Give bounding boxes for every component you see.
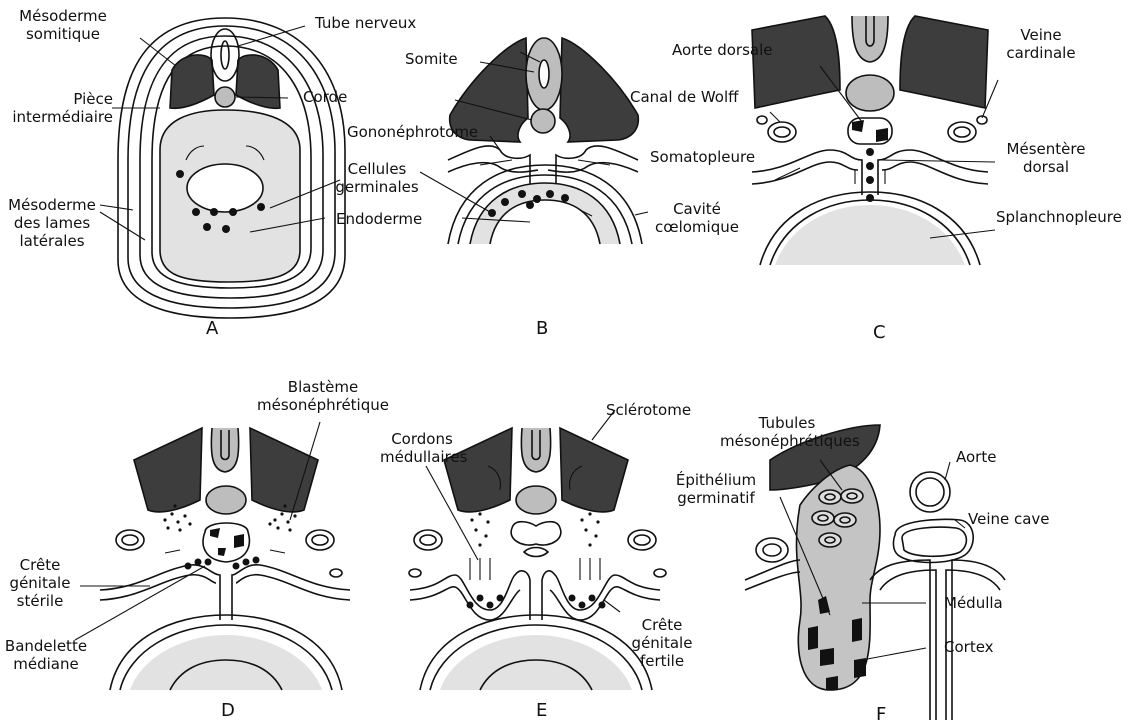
label-aorte: Aorte: [956, 448, 996, 466]
label-somite: Somite: [405, 50, 458, 68]
label-cordons: Cordons médullaires: [380, 430, 464, 466]
panel-letter-a: A: [206, 318, 218, 339]
panel-letter-e: E: [536, 700, 547, 721]
label-veine-cardinale: Veine cardinale: [1000, 26, 1082, 62]
label-aorte-dorsale: Aorte dorsale: [672, 41, 773, 59]
label-mesoderme-lames: Mésoderme des lames latérales: [2, 196, 102, 250]
label-splanchnopleure: Splanchnopleure: [996, 208, 1122, 226]
panel-letter-c: C: [873, 322, 886, 343]
panel-letter-d: D: [221, 700, 235, 721]
label-mesentere-dorsal: Mésentère dorsal: [996, 140, 1096, 176]
panel-letter-f: F: [876, 704, 886, 725]
label-medulla: Médulla: [944, 594, 1003, 612]
label-canal-wolff: Canal de Wolff: [630, 88, 738, 106]
label-crete-sterile: Crête génitale stérile: [0, 556, 80, 610]
label-tubules: Tubules mésonéphrétiques: [720, 414, 854, 450]
panel-a-drawing: [100, 18, 345, 318]
label-endoderme: Endoderme: [336, 210, 422, 228]
panel-f-drawing: [745, 425, 1005, 720]
label-somatopleure: Somatopleure: [650, 148, 755, 166]
panel-d-drawing: [75, 422, 350, 690]
label-sclerotome: Sclérotome: [606, 401, 691, 419]
label-cortex: Cortex: [944, 638, 994, 656]
panel-letter-b: B: [536, 318, 548, 339]
label-blasteme: Blastème mésonéphrétique: [250, 378, 396, 414]
panel-c-drawing: [752, 16, 998, 265]
label-veine-cave: Veine cave: [968, 510, 1050, 528]
label-epithelium: Épithélium germinatif: [670, 471, 762, 507]
label-tube-nerveux: Tube nerveux: [315, 14, 416, 32]
label-corde: Corde: [303, 88, 347, 106]
label-crete-fertile: Crête génitale fertile: [630, 616, 694, 670]
label-bandelette: Bandelette médiane: [0, 637, 92, 673]
label-mesoderme-somitique: Mésoderme somitique: [7, 7, 119, 43]
label-cavite-coelomique: Cavité cœlomique: [652, 200, 742, 236]
label-piece-intermediaire: Pièce intermédiaire: [0, 90, 113, 126]
label-cellules-germinales: Cellules germinales: [332, 160, 422, 196]
label-gononephrotome: Gononéphrotome: [347, 123, 478, 141]
panel-b-drawing: [420, 38, 648, 244]
